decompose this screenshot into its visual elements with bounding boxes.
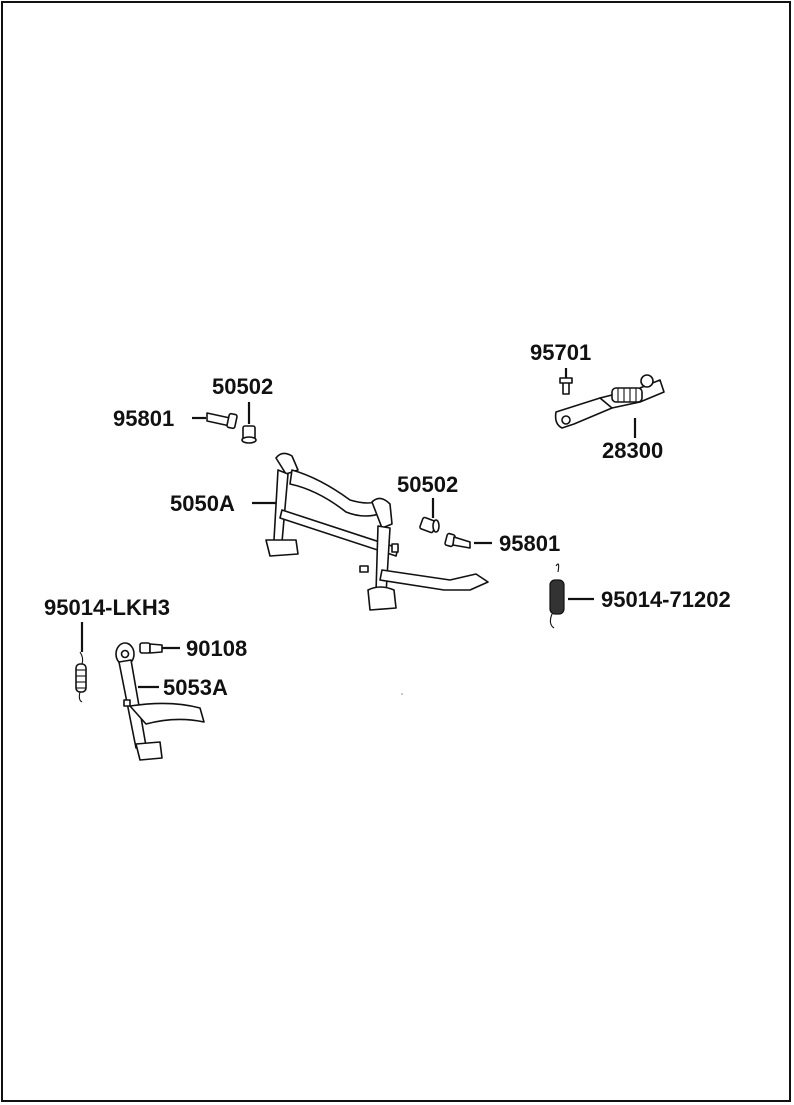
- label-5050A: 5050A: [170, 491, 235, 516]
- spring-95014-LKH3-drawing: [75, 651, 87, 703]
- stray-dot: [401, 693, 403, 695]
- bolt-95701-drawing: [559, 377, 573, 395]
- label-28300: 28300: [602, 438, 664, 463]
- collar-50502-top-drawing: [241, 425, 257, 444]
- label-50502-top: 50502: [212, 374, 274, 399]
- bolt-95801-left-drawing: [206, 412, 238, 430]
- bolt-90108-drawing: [139, 642, 163, 654]
- label-95801-left: 95801: [113, 406, 175, 431]
- bolt-95801-right-drawing: [444, 532, 471, 549]
- label-95701: 95701: [530, 340, 592, 365]
- label-5053A: 5053A: [163, 675, 228, 700]
- label-50502-right: 50502: [397, 472, 459, 497]
- main-stand-5050A-drawing: [265, 452, 489, 611]
- label-95014-LKH3: 95014-LKH3: [44, 595, 170, 620]
- collar-50502-right-drawing: [419, 516, 440, 534]
- pedal-arm-28300-drawing: [554, 374, 665, 429]
- label-95801-right: 95801: [499, 531, 561, 556]
- side-stand-5053A-drawing: [115, 642, 205, 761]
- label-90108: 90108: [186, 636, 248, 661]
- label-95014-71202: 95014-71202: [601, 587, 731, 612]
- spring-95014-71202-drawing: [549, 563, 565, 629]
